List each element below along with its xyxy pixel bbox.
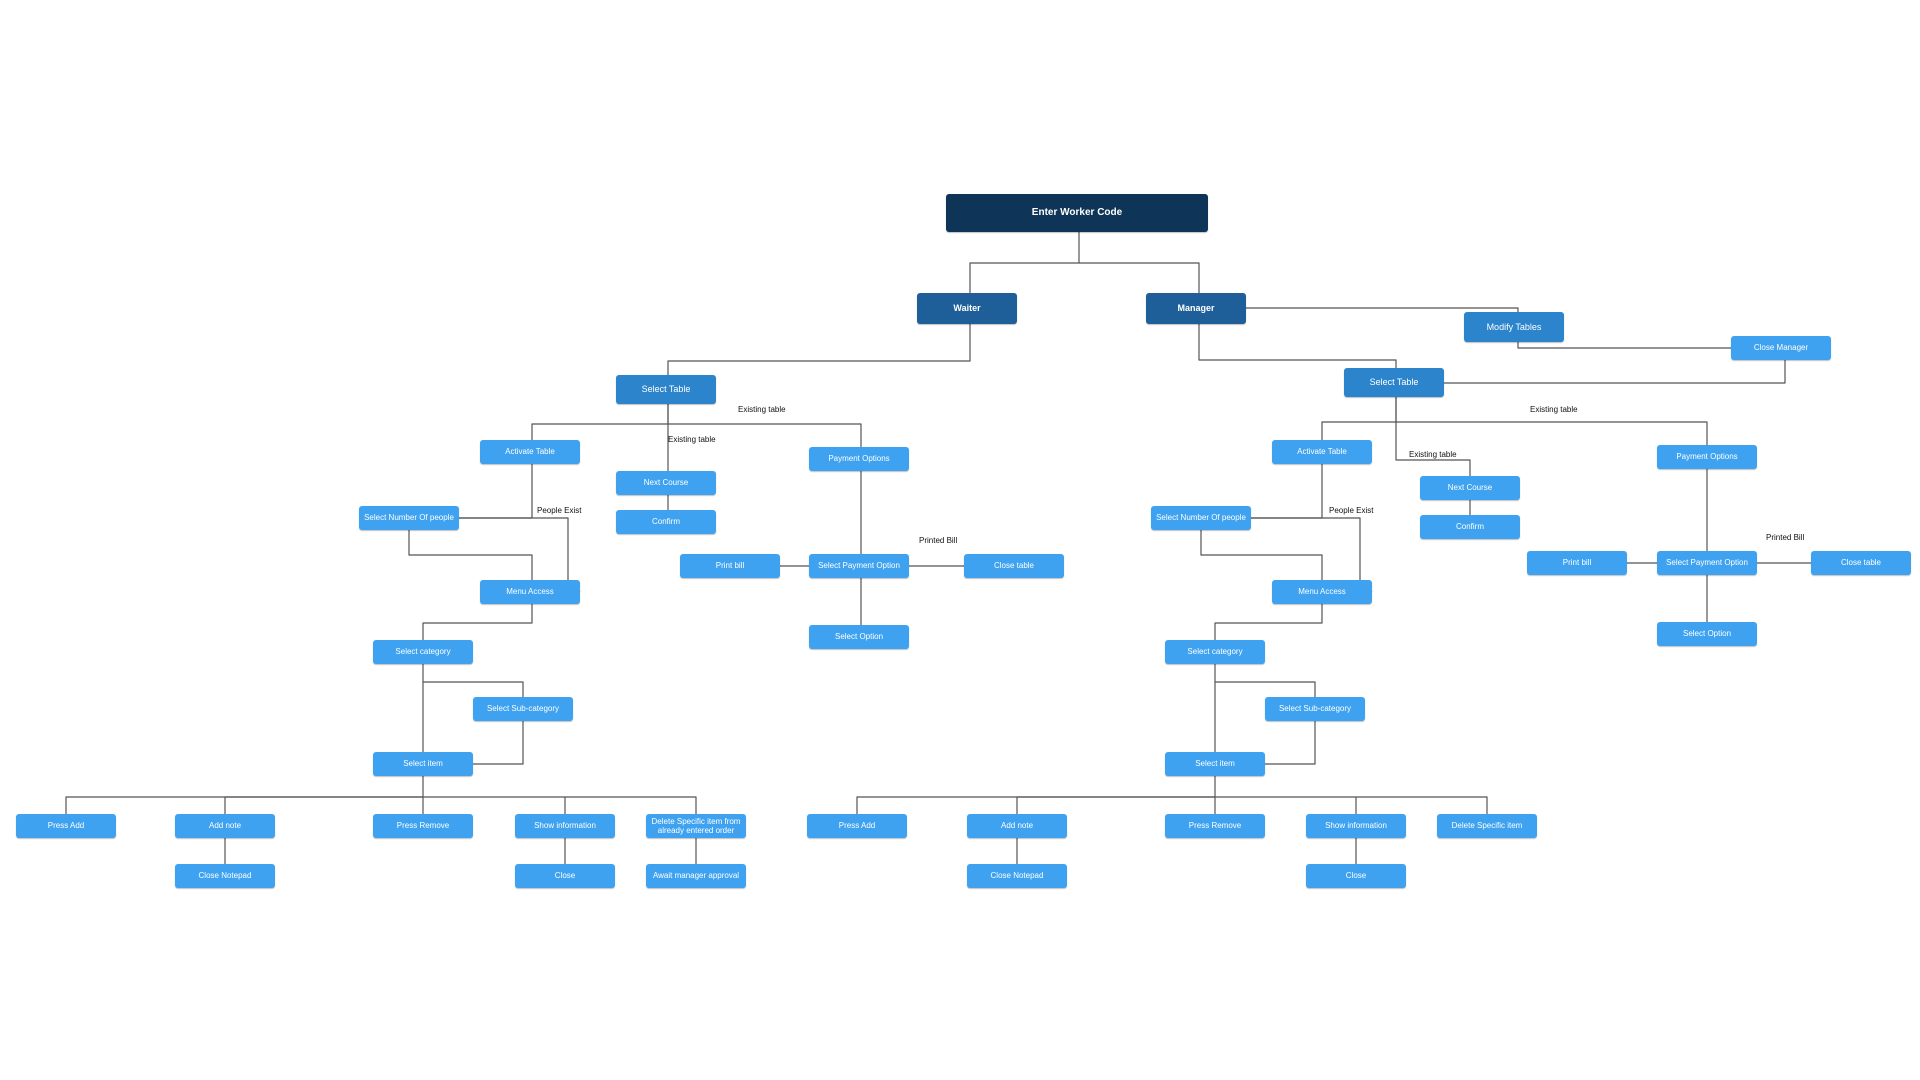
node-manager-select-option[interactable]: Select Option bbox=[1657, 622, 1757, 646]
node-waiter-select-table[interactable]: Select Table bbox=[616, 375, 716, 404]
node-waiter-select-payment-option[interactable]: Select Payment Option bbox=[809, 554, 909, 578]
node-waiter-confirm[interactable]: Confirm bbox=[616, 510, 716, 534]
connector-line bbox=[1321, 397, 1397, 440]
node-manager-select-table[interactable]: Select Table bbox=[1344, 368, 1444, 397]
node-manager-print-bill[interactable]: Print bill bbox=[1527, 551, 1627, 575]
connector-line bbox=[1215, 681, 1316, 697]
node-manager-press-add[interactable]: Press Add bbox=[807, 814, 907, 838]
node-manager[interactable]: Manager bbox=[1146, 293, 1246, 324]
connector-line bbox=[668, 423, 862, 447]
edge-label-manager-existing-table-next-course: Existing table bbox=[1409, 450, 1457, 459]
connector-line bbox=[1356, 796, 1488, 814]
node-manager-next-course[interactable]: Next Course bbox=[1420, 476, 1520, 500]
node-manager-close-table[interactable]: Close table bbox=[1811, 551, 1911, 575]
node-waiter-select-number-of-people[interactable]: Select Number Of people bbox=[359, 506, 459, 530]
connector-line bbox=[459, 464, 533, 519]
node-waiter-activate-table[interactable]: Activate Table bbox=[480, 440, 580, 464]
connector-line bbox=[1214, 604, 1323, 640]
connector-line bbox=[1265, 721, 1316, 765]
connector-line bbox=[667, 324, 971, 375]
node-waiter-next-course[interactable]: Next Course bbox=[616, 471, 716, 495]
connector-line bbox=[1215, 796, 1357, 814]
connector-line bbox=[1246, 307, 1519, 312]
node-waiter-select-item[interactable]: Select item bbox=[373, 752, 473, 776]
connector-line bbox=[1395, 397, 1471, 476]
node-waiter-close-notepad[interactable]: Close Notepad bbox=[175, 864, 275, 888]
connector-line bbox=[423, 796, 566, 814]
node-manager-close[interactable]: Close bbox=[1306, 864, 1406, 888]
connector-line bbox=[1251, 464, 1323, 519]
connector-line bbox=[1517, 342, 1731, 349]
connector-line bbox=[1396, 421, 1708, 445]
edge-label-manager-existing-table: Existing table bbox=[1530, 405, 1578, 414]
node-manager-select-sub-category[interactable]: Select Sub-category bbox=[1265, 697, 1365, 721]
node-waiter-delete-specific-item[interactable]: Delete Specific item from already entere… bbox=[646, 814, 746, 838]
node-waiter-select-category[interactable]: Select category bbox=[373, 640, 473, 664]
connector-line bbox=[856, 776, 1216, 814]
node-manager-menu-access[interactable]: Menu Access bbox=[1272, 580, 1372, 604]
edge-label-manager-people-exist: People Exist bbox=[1329, 506, 1374, 515]
node-manager-activate-table[interactable]: Activate Table bbox=[1272, 440, 1372, 464]
node-manager-select-payment-option[interactable]: Select Payment Option bbox=[1657, 551, 1757, 575]
node-modify-tables[interactable]: Modify Tables bbox=[1464, 312, 1564, 342]
connector-line bbox=[423, 681, 524, 697]
node-waiter-select-option[interactable]: Select Option bbox=[809, 625, 909, 649]
node-manager-add-note[interactable]: Add note bbox=[967, 814, 1067, 838]
connector-line bbox=[531, 404, 669, 440]
connector-line bbox=[65, 776, 424, 814]
connector-line bbox=[969, 232, 1080, 293]
node-manager-select-category[interactable]: Select category bbox=[1165, 640, 1265, 664]
connector-line bbox=[1198, 324, 1397, 368]
edge-label-waiter-existing-table: Existing table bbox=[738, 405, 786, 414]
edge-label-waiter-existing-table-next-course: Existing table bbox=[668, 435, 716, 444]
node-waiter-await-manager-approval[interactable]: Await manager approval bbox=[646, 864, 746, 888]
node-manager-select-item[interactable]: Select item bbox=[1165, 752, 1265, 776]
connector-line bbox=[224, 796, 423, 814]
edge-label-manager-printed-bill: Printed Bill bbox=[1766, 533, 1805, 542]
connector-line bbox=[422, 604, 533, 640]
node-waiter-press-remove[interactable]: Press Remove bbox=[373, 814, 473, 838]
connector-line bbox=[1079, 262, 1200, 293]
node-manager-select-number-of-people[interactable]: Select Number Of people bbox=[1151, 506, 1251, 530]
node-waiter-close[interactable]: Close bbox=[515, 864, 615, 888]
node-waiter-press-add[interactable]: Press Add bbox=[16, 814, 116, 838]
edge-label-waiter-printed-bill: Printed Bill bbox=[919, 536, 958, 545]
node-waiter-add-note[interactable]: Add note bbox=[175, 814, 275, 838]
node-waiter-show-information[interactable]: Show information bbox=[515, 814, 615, 838]
node-manager-press-remove[interactable]: Press Remove bbox=[1165, 814, 1265, 838]
connector-line bbox=[473, 721, 524, 765]
node-manager-confirm[interactable]: Confirm bbox=[1420, 515, 1520, 539]
connector-line bbox=[565, 796, 697, 814]
node-manager-close-notepad[interactable]: Close Notepad bbox=[967, 864, 1067, 888]
node-waiter-menu-access[interactable]: Menu Access bbox=[480, 580, 580, 604]
node-waiter-close-table[interactable]: Close table bbox=[964, 554, 1064, 578]
edge-label-waiter-people-exist: People Exist bbox=[537, 506, 582, 515]
node-manager-payment-options[interactable]: Payment Options bbox=[1657, 445, 1757, 469]
node-waiter-payment-options[interactable]: Payment Options bbox=[809, 447, 909, 471]
connector-line bbox=[1444, 360, 1786, 384]
node-manager-delete-specific-item[interactable]: Delete Specific item bbox=[1437, 814, 1537, 838]
connector-line bbox=[408, 530, 533, 580]
node-waiter-select-sub-category[interactable]: Select Sub-category bbox=[473, 697, 573, 721]
node-waiter-print-bill[interactable]: Print bill bbox=[680, 554, 780, 578]
connector-line bbox=[1200, 530, 1323, 580]
node-enter-worker-code[interactable]: Enter Worker Code bbox=[946, 194, 1208, 232]
node-manager-show-information[interactable]: Show information bbox=[1306, 814, 1406, 838]
connector-line bbox=[1016, 796, 1215, 814]
node-waiter[interactable]: Waiter bbox=[917, 293, 1017, 324]
node-close-manager[interactable]: Close Manager bbox=[1731, 336, 1831, 360]
